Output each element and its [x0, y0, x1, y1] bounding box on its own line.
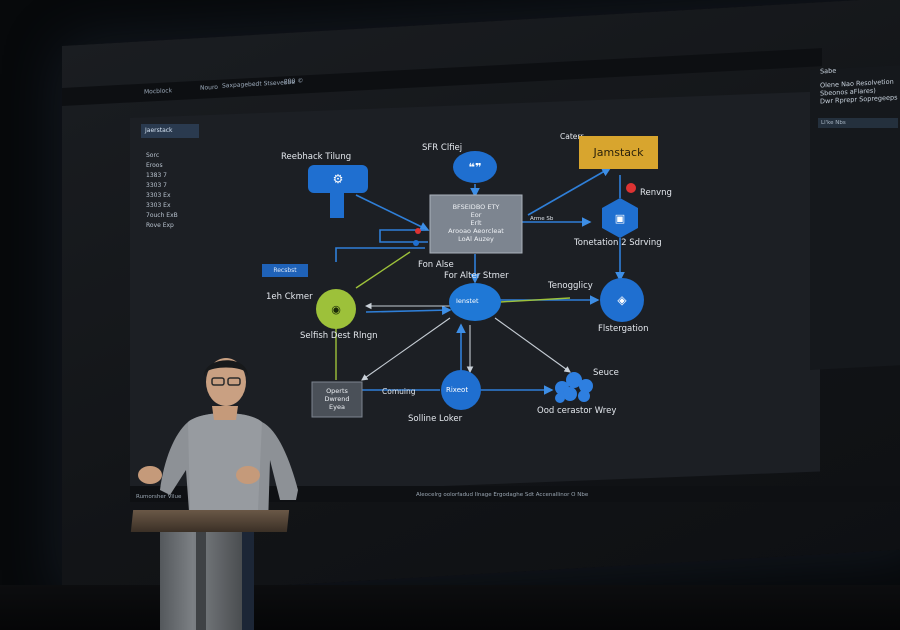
label-feedback: Reebhack Tilung: [281, 152, 352, 162]
jamstack-box: Jamstack: [579, 136, 658, 169]
label-renvng: Renvng: [640, 188, 672, 198]
sidebar-item[interactable]: 1383 7: [146, 172, 167, 179]
status-left: Rumorsher Vilue: [136, 494, 182, 500]
sfr-node: [453, 151, 497, 183]
label-selfish: Selfish Dest Rlngn: [300, 331, 378, 341]
camera-icon: ◉: [331, 302, 341, 316]
sidebar-item[interactable]: Eroos: [146, 162, 163, 169]
label-for-alter: For Alter Stmer: [444, 271, 509, 281]
sidebar: Sorc Eroos 1383 7 3303 7 3303 Ex 3303 Ex…: [130, 118, 190, 238]
panel-tab[interactable]: Ll'ke Nbs: [818, 118, 898, 128]
operts-box-text: Operts Dwrend Eyea: [312, 387, 362, 411]
cloud-cluster: [555, 372, 593, 403]
label-fon-alse: Fon Alse: [418, 260, 454, 270]
settings-cog-icon: ⚙: [332, 172, 344, 186]
label-ood: Ood cerastor Wrey: [537, 406, 617, 416]
sidebar-header[interactable]: Jaerstack: [141, 124, 199, 138]
label-tonetation: Tonetation 2 Sdrving: [574, 238, 662, 248]
center-head: BFSEIDBO ETY: [452, 203, 500, 211]
label-tag-top: Arme Sb: [530, 216, 554, 222]
label-first-ckmet: 1eh Ckmer: [266, 292, 313, 302]
operts-line: Eyea: [329, 403, 345, 411]
center-line: Arooao Aeorcleat: [448, 227, 504, 235]
sidebar-item[interactable]: Sorc: [146, 152, 160, 159]
stage-floor: [0, 585, 900, 630]
recsbst-tag: Recsbst: [262, 264, 308, 277]
status-center: Aleocelrg oolorfadud Ilnage Ergodaghe Sd…: [416, 492, 589, 498]
label-solline: Solline Loker: [408, 414, 463, 424]
flstergation-node: [600, 278, 644, 322]
label-tenog: Tenogglicy: [548, 281, 593, 291]
chat-bubble-icon: ❝❞: [468, 160, 482, 174]
operts-line: Dwrend: [324, 395, 350, 403]
sidebar-item[interactable]: 3303 Ex: [146, 192, 171, 199]
label-flstergation: Flstergation: [598, 324, 649, 334]
label-seuce: Seuce: [593, 368, 619, 378]
label-sfr: SFR Clfiej: [422, 143, 463, 153]
label-comuing: Comuing: [382, 387, 416, 396]
label-lenstet: Ienstet: [456, 297, 479, 305]
sidebar-item[interactable]: 3303 Ex: [146, 202, 171, 209]
podium-post: [196, 530, 206, 630]
label-caterr: Caterr: [560, 132, 584, 141]
center-box: [429, 194, 523, 254]
operts-box: [311, 381, 363, 418]
rixeot-node: [441, 370, 481, 410]
sidebar-item[interactable]: Rove Exp: [146, 222, 174, 229]
lenstet-node: [449, 283, 501, 321]
eye-icon: ◈: [617, 293, 627, 307]
sidebar-item[interactable]: 3303 7: [146, 182, 167, 189]
center-line: LoAl Auzey: [458, 235, 494, 243]
status-bar: Rumorsher Vilue Aleocelrg oolorfadud Iln…: [130, 486, 900, 502]
box-icon: ▣: [614, 211, 626, 225]
center-box-text: BFSEIDBO ETY Eor Erlt Arooao Aeorcleat L…: [432, 203, 520, 243]
selfish-node: [316, 289, 356, 329]
podium-top: [130, 510, 290, 532]
operts-line: Operts: [326, 387, 348, 395]
label-rixeot: Rixeot: [446, 386, 469, 394]
center-line: Eor: [470, 211, 482, 219]
sidebar-item[interactable]: 7ouch ExB: [146, 212, 178, 219]
tonetation-node: [602, 198, 638, 238]
feedback-node: [308, 165, 368, 193]
center-line: Erlt: [470, 219, 482, 227]
